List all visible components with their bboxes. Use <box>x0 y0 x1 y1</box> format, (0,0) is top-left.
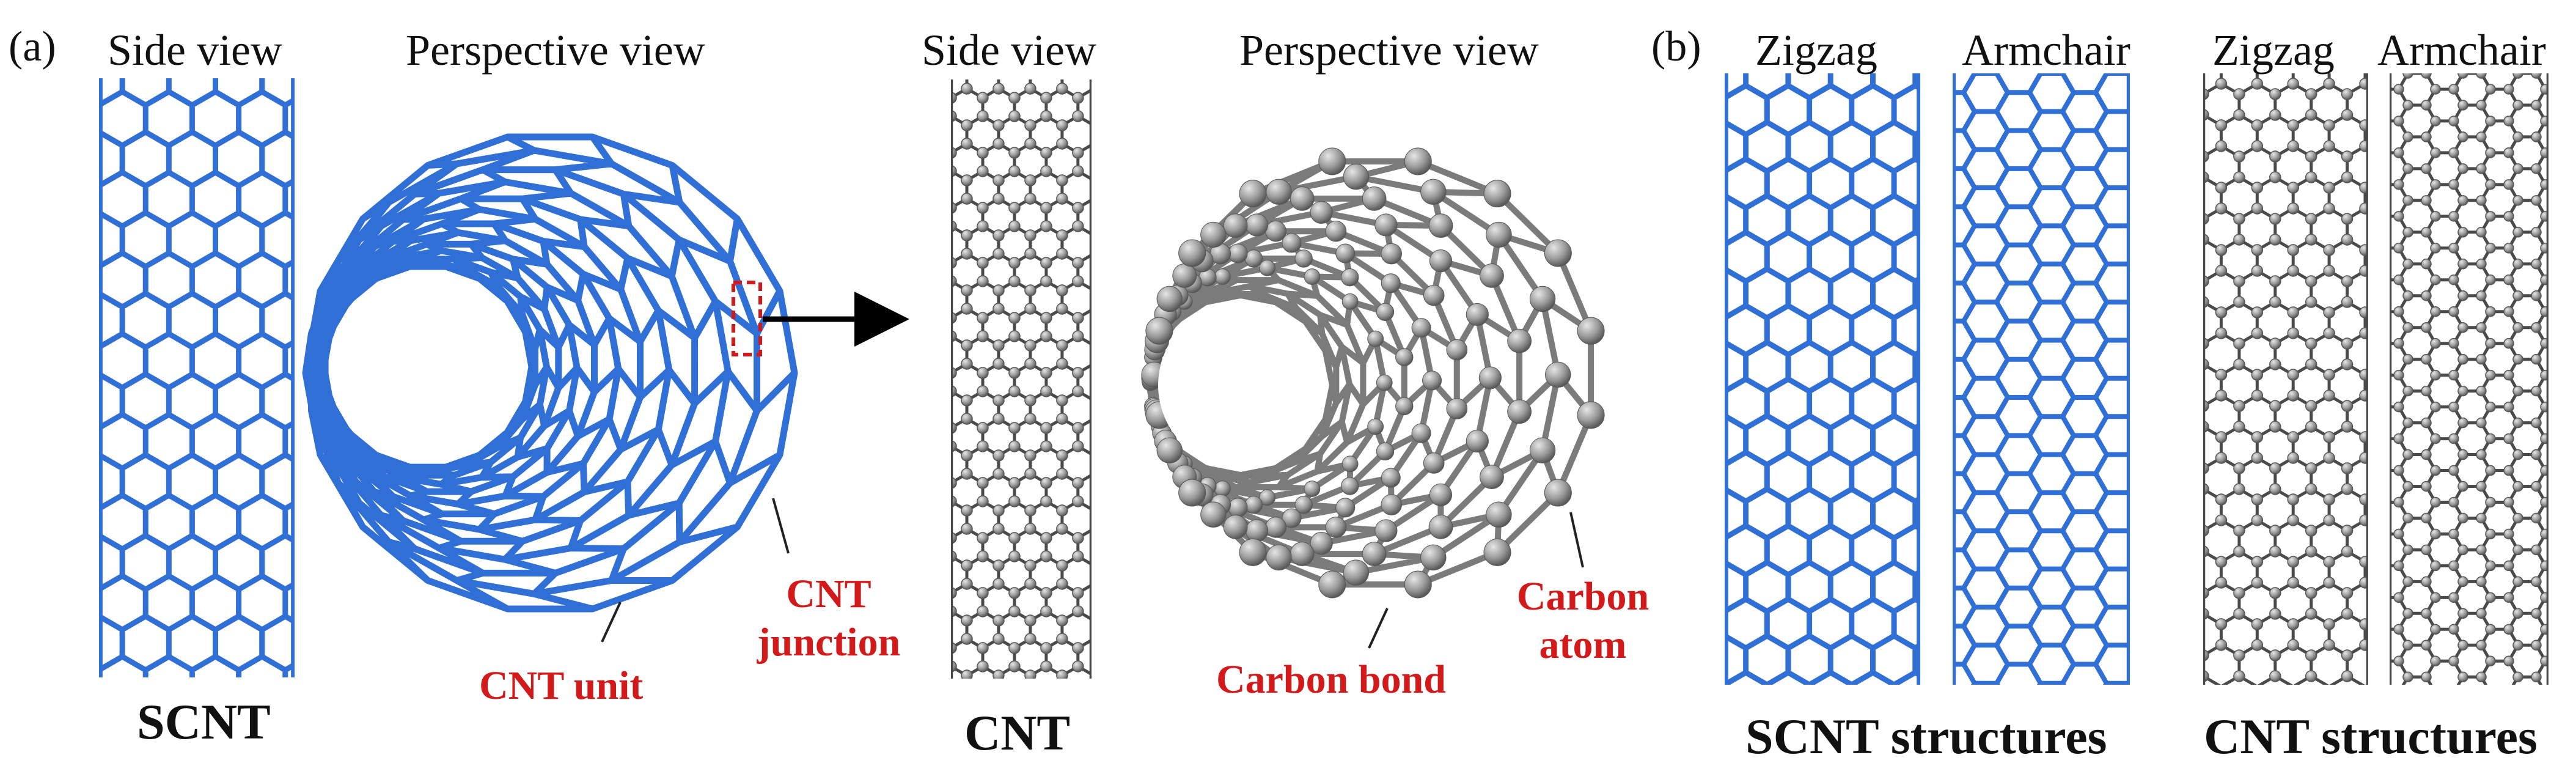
scnt-caption: SCNT <box>137 694 271 750</box>
scnt-side-view-title: Side view <box>108 26 282 75</box>
scnt-zigzag-tube <box>1725 73 1920 685</box>
scnt-zigzag-title: Zigzag <box>1755 26 1877 75</box>
cnt-junction-label: CNT junction <box>757 572 901 665</box>
carbon-bond-label: Carbon bond <box>1216 657 1446 702</box>
scnt-armchair-tube <box>1953 73 2130 685</box>
scnt-side-view-tube <box>99 78 295 677</box>
cnt-side-view-title: Side view <box>922 26 1096 75</box>
panel-a-label: (a) <box>9 23 56 70</box>
scnt-structures-caption: SCNT structures <box>1745 709 2107 764</box>
scnt-perspective-view-title: Perspective view <box>406 26 705 75</box>
cnt-junction-highlight-box <box>732 281 762 356</box>
panel-b-label: (b) <box>1651 23 1701 70</box>
cnt-armchair-tube <box>2390 73 2548 685</box>
scnt-perspective-view-tube <box>302 133 798 613</box>
carbon-atom-pointer <box>1569 512 1584 568</box>
cnt-junction-pointer <box>772 498 790 554</box>
cnt-unit-pointer <box>601 602 622 643</box>
cnt-zigzag-title: Zigzag <box>2212 26 2335 75</box>
cnt-zigzag-tube <box>2203 73 2368 685</box>
cnt-unit-label: CNT unit <box>479 663 644 708</box>
cnt-side-view-tube <box>951 79 1092 679</box>
cnt-caption: CNT <box>964 705 1071 761</box>
cnt-perspective-view-tube <box>1141 147 1605 599</box>
cnt-structures-caption: CNT structures <box>2204 709 2537 764</box>
carbon-bond-pointer <box>1368 608 1389 649</box>
cnt-armchair-title: Armchair <box>2377 26 2546 75</box>
scnt-armchair-title: Armchair <box>1962 26 2130 75</box>
cnt-perspective-view-title: Perspective view <box>1239 26 1539 75</box>
carbon-atom-label: Carbon atom <box>1516 574 1649 668</box>
